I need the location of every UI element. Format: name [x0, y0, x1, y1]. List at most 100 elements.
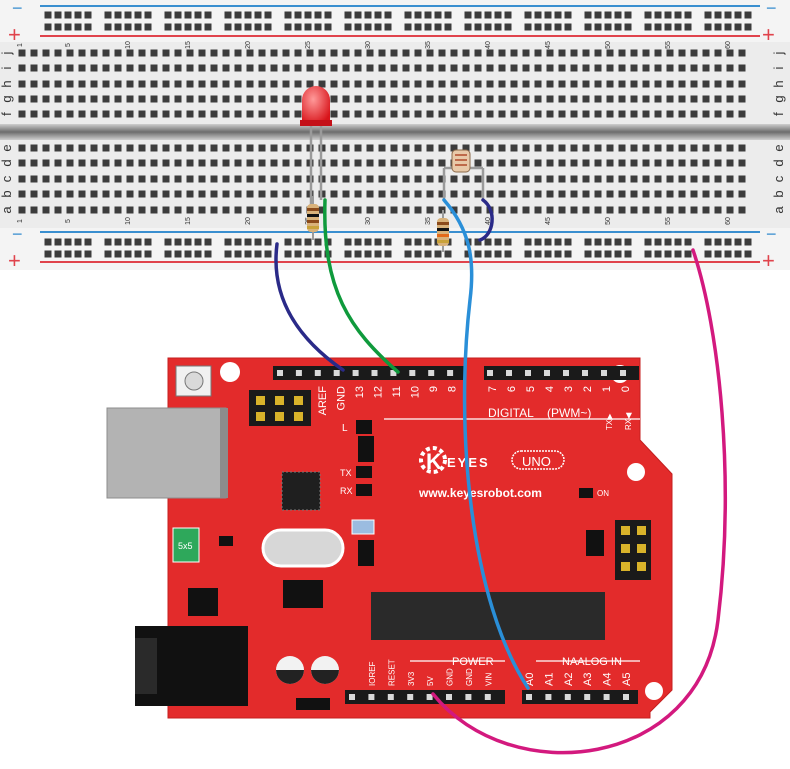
- power-rail-hole: [684, 23, 692, 31]
- breadboard-hole: [30, 206, 38, 214]
- power-rail-hole: [384, 23, 392, 31]
- power-rail-hole: [704, 23, 712, 31]
- header-pin[interactable]: [352, 370, 359, 376]
- power-rail-hole: [724, 250, 732, 258]
- reset-button-cap[interactable]: [184, 371, 204, 391]
- wire-a0-blue[interactable]: [442, 198, 530, 690]
- header-pin[interactable]: [484, 694, 491, 700]
- breadboard-hole: [654, 110, 662, 118]
- header-pin[interactable]: [465, 694, 472, 700]
- breadboard-hole: [666, 110, 674, 118]
- power-rail-hole: [684, 11, 692, 19]
- wire-5v-magenta[interactable]: [431, 248, 727, 755]
- column-number: 1: [17, 43, 24, 47]
- header-pin[interactable]: [563, 370, 569, 376]
- header-pin[interactable]: [603, 694, 610, 700]
- breadboard-hole: [498, 144, 506, 152]
- header-pin[interactable]: [487, 370, 493, 376]
- header-pin[interactable]: [277, 370, 283, 376]
- breadboard-hole: [546, 110, 554, 118]
- header-pin[interactable]: [601, 370, 607, 376]
- wire-ldr-gnd-navy[interactable]: [478, 198, 494, 242]
- power-rail-hole: [304, 23, 312, 31]
- header-pin[interactable]: [564, 694, 571, 700]
- wire-gnd-navy[interactable]: [274, 242, 345, 372]
- header-pin[interactable]: [525, 370, 531, 376]
- breadboard-hole: [642, 175, 650, 183]
- wire-d11-green[interactable]: [323, 198, 400, 374]
- header-pin[interactable]: [295, 370, 302, 376]
- breadboard-hole: [486, 144, 494, 152]
- breadboard-hole: [198, 49, 206, 57]
- breadboard-hole: [618, 206, 626, 214]
- breadboard-hole: [714, 190, 722, 198]
- breadboard-hole: [582, 190, 590, 198]
- breadboard-hole: [426, 144, 434, 152]
- brand-letter: K: [426, 449, 442, 474]
- header-pin[interactable]: [623, 694, 629, 700]
- header-pin[interactable]: [333, 370, 340, 376]
- header-pin[interactable]: [314, 370, 321, 376]
- analog-pin-label: A5: [621, 673, 633, 686]
- breadboard-hole: [414, 159, 422, 167]
- breadboard-hole: [306, 80, 314, 88]
- header-pin[interactable]: [371, 370, 378, 376]
- power-rail-hole: [414, 250, 422, 258]
- header-pin[interactable]: [428, 370, 435, 376]
- header-pin[interactable]: [426, 694, 433, 700]
- breadboard-hole: [462, 64, 470, 72]
- breadboard-hole: [510, 190, 518, 198]
- breadboard-hole: [294, 159, 302, 167]
- header-pin[interactable]: [506, 370, 512, 376]
- breadboard-hole: [690, 110, 698, 118]
- breadboard-hole: [402, 64, 410, 72]
- header-pin[interactable]: [620, 370, 626, 376]
- breadboard-hole: [246, 49, 254, 57]
- breadboard-hole: [78, 80, 86, 88]
- header-pin[interactable]: [387, 694, 394, 700]
- pin-label: 10: [410, 386, 422, 398]
- bottom-plus-right: +: [762, 248, 775, 273]
- header-pin[interactable]: [584, 694, 591, 700]
- mount-hole-top-left: [220, 362, 240, 382]
- pin-label: 12: [373, 386, 385, 398]
- header-pin[interactable]: [349, 694, 355, 700]
- breadboard-hole: [438, 64, 446, 72]
- breadboard-hole: [102, 159, 110, 167]
- breadboard-hole: [366, 110, 374, 118]
- breadboard-hole: [474, 80, 482, 88]
- header-pin[interactable]: [545, 694, 552, 700]
- header-pin[interactable]: [582, 370, 588, 376]
- power-rail-hole: [64, 23, 72, 31]
- breadboard-hole: [246, 64, 254, 72]
- breadboard-hole: [234, 190, 242, 198]
- power-rail-hole: [604, 238, 612, 246]
- header-pin[interactable]: [409, 370, 416, 376]
- breadboard-hole: [690, 49, 698, 57]
- breadboard-hole: [354, 206, 362, 214]
- header-pin[interactable]: [407, 694, 414, 700]
- power-rail-hole: [674, 23, 682, 31]
- breadboard-hole: [666, 159, 674, 167]
- breadboard-hole: [342, 159, 350, 167]
- row-letter: g: [771, 95, 786, 102]
- header-pin[interactable]: [368, 694, 375, 700]
- header-pin[interactable]: [544, 370, 550, 376]
- breadboard-hole: [534, 144, 542, 152]
- header-pin[interactable]: [446, 694, 452, 700]
- breadboard-hole: [666, 190, 674, 198]
- header-pin[interactable]: [447, 370, 454, 376]
- usb-connector-rim: [220, 408, 228, 498]
- breadboard-hole: [42, 159, 50, 167]
- header-pin[interactable]: [390, 370, 397, 376]
- power-rail-hole: [594, 238, 602, 246]
- header-pin[interactable]: [526, 694, 532, 700]
- breadboard-hole: [390, 175, 398, 183]
- breadboard-hole: [270, 64, 278, 72]
- breadboard-hole: [654, 206, 662, 214]
- breadboard-hole: [630, 175, 638, 183]
- breadboard-hole: [378, 49, 386, 57]
- breadboard-hole: [498, 110, 506, 118]
- breadboard-hole: [546, 190, 554, 198]
